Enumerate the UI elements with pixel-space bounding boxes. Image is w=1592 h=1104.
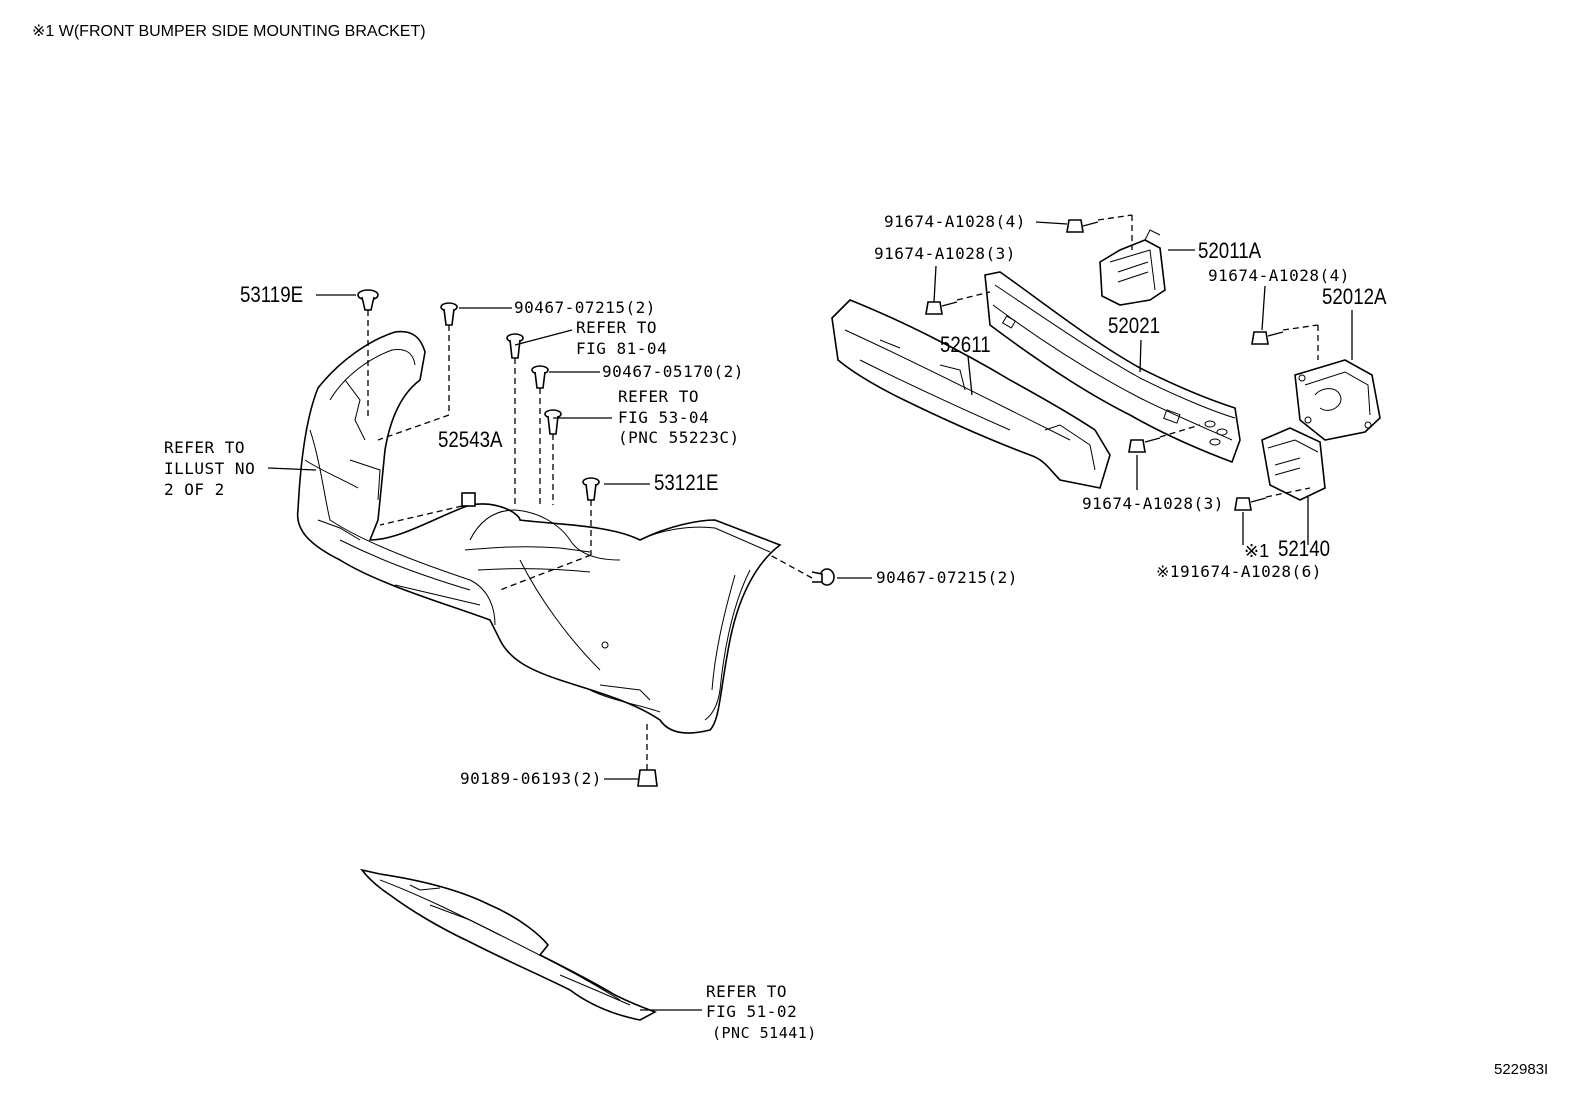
refer-fig-51-line1: REFER TO bbox=[706, 982, 788, 1001]
part-52611: 52611 bbox=[940, 332, 991, 357]
part-90189-06193: 90189-06193(2) bbox=[460, 769, 602, 788]
refer-fig-53-line2: FIG 53-04 bbox=[618, 408, 710, 427]
bumper-reinforcement-52021 bbox=[984, 271, 1241, 464]
note-mark: ※1 bbox=[1244, 541, 1270, 561]
part-52011A: 52011A bbox=[1198, 238, 1262, 263]
bracket-52012A bbox=[1294, 359, 1381, 441]
refer-fig-53-line1: REFER TO bbox=[618, 387, 700, 406]
part-53119E: 53119E bbox=[240, 282, 304, 307]
leader-lines bbox=[267, 221, 1353, 1011]
part-53121E: 53121E bbox=[654, 470, 719, 495]
lower-reinforcement bbox=[360, 868, 657, 1021]
part-90467-07215-right: 90467-07215(2) bbox=[876, 568, 1018, 587]
part-91674-right-4: 91674-A1028(4) bbox=[1208, 266, 1350, 285]
refer-illust-line2: ILLUST NO bbox=[164, 459, 256, 478]
refer-illust-line1: REFER TO bbox=[164, 438, 246, 457]
part-91674-bottom-6: ※191674-A1028(6) bbox=[1156, 562, 1322, 581]
part-91674-bottom-3: 91674-A1028(3) bbox=[1082, 494, 1224, 513]
part-52543A: 52543A bbox=[438, 427, 503, 452]
illustration-id: 522983I bbox=[1494, 1061, 1549, 1078]
front-bumper-cover bbox=[296, 330, 782, 734]
assembly-lines bbox=[367, 214, 1319, 770]
fasteners bbox=[357, 219, 1284, 787]
refer-fig-51-line2: FIG 51-02 bbox=[706, 1002, 798, 1021]
energy-absorber-52611 bbox=[831, 299, 1111, 489]
bracket-52011A bbox=[1099, 229, 1166, 306]
refer-fig-51-line3: (PNC 51441) bbox=[712, 1024, 817, 1042]
refer-illust-line3: 2 OF 2 bbox=[164, 480, 225, 499]
refer-fig-81-line2: FIG 81-04 bbox=[576, 339, 668, 358]
part-52140: 52140 bbox=[1278, 536, 1331, 561]
header-note: ※1 W(FRONT BUMPER SIDE MOUNTING BRACKET) bbox=[32, 23, 426, 40]
refer-fig-81-line1: REFER TO bbox=[576, 318, 658, 337]
part-52021: 52021 bbox=[1108, 313, 1161, 338]
part-91674-top-4: 91674-A1028(4) bbox=[884, 212, 1026, 231]
refer-fig-53-line3: (PNC 55223C) bbox=[618, 428, 740, 447]
part-90467-07215-top: 90467-07215(2) bbox=[514, 298, 656, 317]
bracket-52140 bbox=[1261, 427, 1326, 501]
part-90467-05170: 90467-05170(2) bbox=[602, 362, 744, 381]
part-91674-top-3: 91674-A1028(3) bbox=[874, 244, 1016, 263]
part-52012A: 52012A bbox=[1322, 284, 1387, 309]
